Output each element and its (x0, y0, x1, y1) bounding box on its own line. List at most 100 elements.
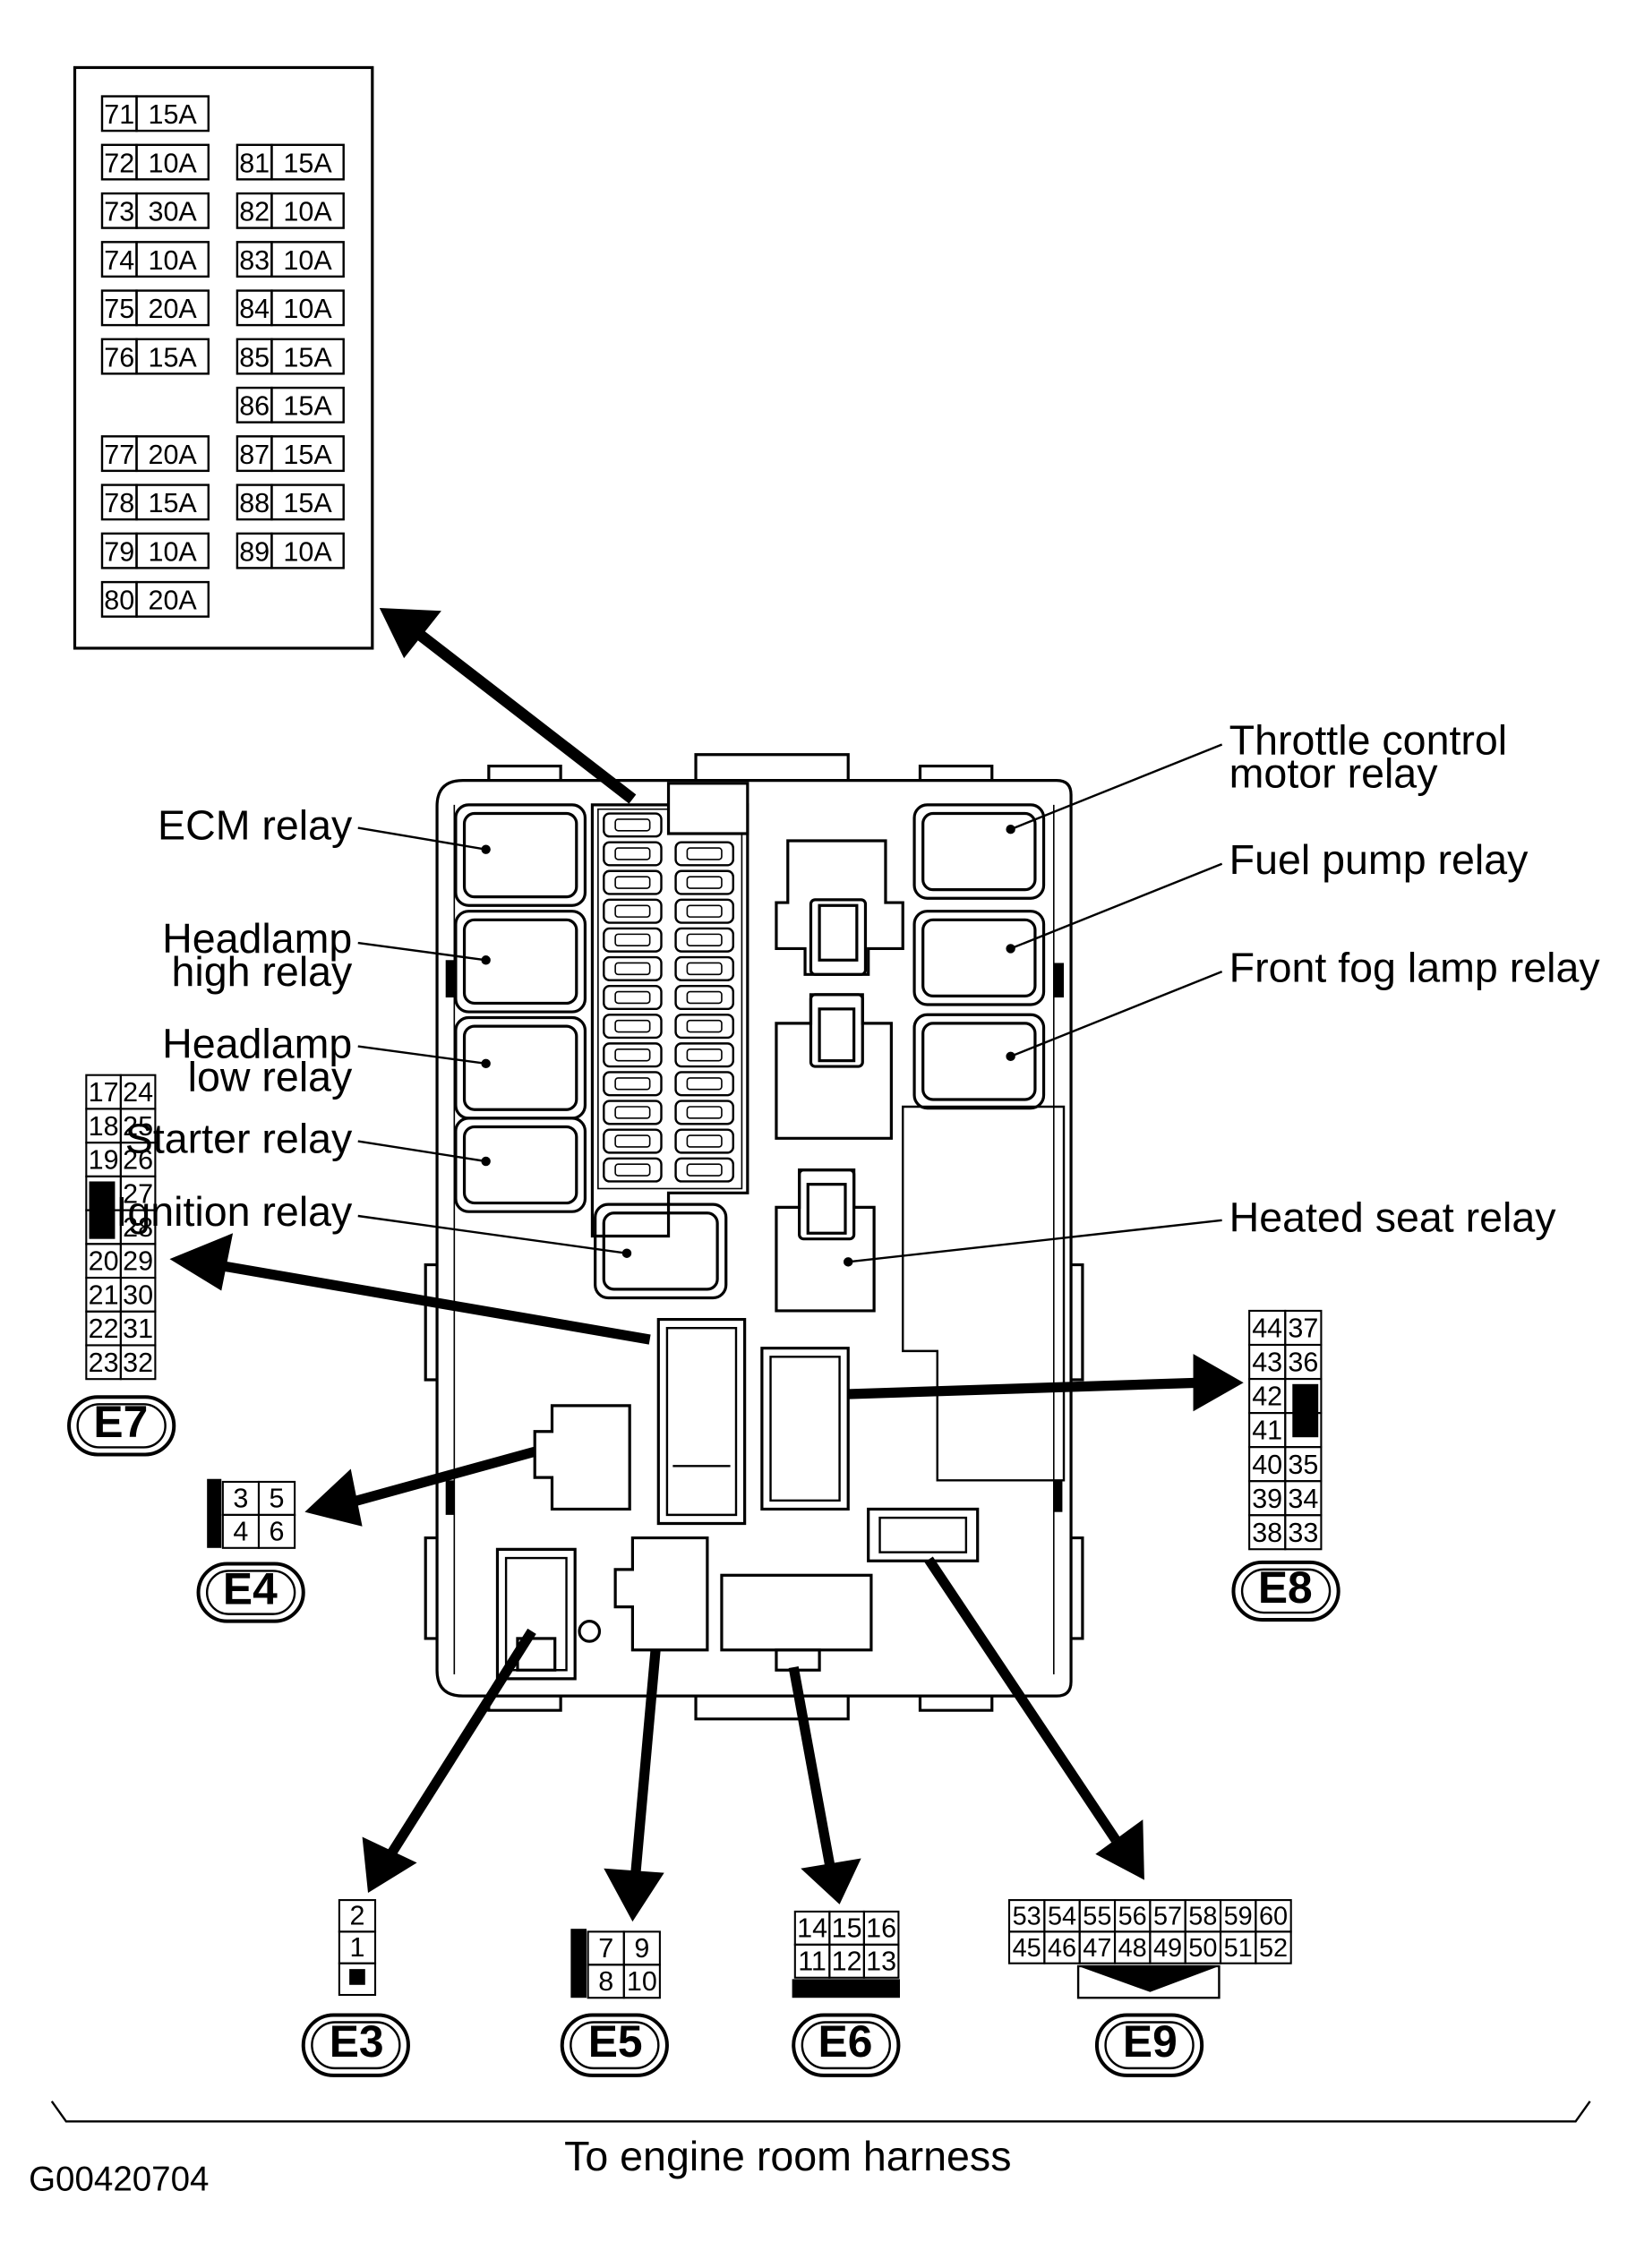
fuse-table-frame (73, 65, 374, 650)
fuse-rating-cell (135, 192, 210, 229)
pin-cell (1255, 1930, 1292, 1964)
fuse-slot-contact (614, 1019, 651, 1033)
fuse-slot (603, 927, 663, 953)
fuse-number: 87 (239, 440, 270, 470)
fuse-number: 78 (104, 488, 134, 518)
fuse-rating-cell (135, 532, 210, 569)
fuse-rating: 15A (149, 342, 198, 372)
pin-key-block (349, 1969, 365, 1985)
pin-number: 35 (1288, 1450, 1318, 1480)
pin-number: 39 (1252, 1484, 1282, 1514)
fuse-rating-cell (135, 338, 210, 375)
pin-number: 5 (270, 1484, 285, 1514)
fuse-rating: 15A (149, 99, 198, 130)
pin-number: 23 (89, 1348, 119, 1378)
fuse-number: 76 (104, 342, 134, 372)
badge-e7: E7 (67, 1395, 176, 1457)
pin-number: 38 (1252, 1518, 1282, 1548)
pin-number: 15 (832, 1913, 862, 1944)
fuse-rating-cell (270, 241, 345, 278)
pin-number: 25 (123, 1111, 153, 1142)
fuse-block (590, 782, 749, 1238)
pin-number: 30 (123, 1279, 153, 1310)
pin-number: 32 (123, 1348, 153, 1378)
fuse-rating: 30A (149, 197, 198, 227)
pin-number: 42 (1252, 1382, 1282, 1412)
pin-number: 6 (270, 1517, 285, 1547)
fuse-slot (674, 841, 734, 867)
fuse-slot (603, 984, 663, 1011)
pin-number: 48 (1118, 1934, 1147, 1963)
pin-number: 41 (1252, 1416, 1282, 1446)
fuse-rating: 10A (149, 536, 198, 567)
fuse-slot-contact (686, 933, 723, 947)
harness-bracket (50, 2101, 1591, 2123)
fuse-slot-contact (686, 990, 723, 1005)
fuse-slot-contact (686, 847, 723, 860)
fuse-slot (674, 1128, 734, 1154)
fuse-rating-cell (270, 192, 345, 229)
fuse-slot (603, 841, 663, 867)
fuse-slot-contact (614, 818, 651, 832)
fuse-rating: 10A (283, 536, 332, 567)
fuse-number: 72 (104, 148, 134, 178)
fuse-number: 80 (104, 586, 134, 616)
fuse-slot (603, 898, 663, 924)
pin-number: 10 (627, 1966, 657, 1997)
pin-cell (119, 1344, 157, 1381)
connector-arrows (169, 1233, 1244, 1922)
fuse-rating: 15A (283, 391, 332, 422)
label-headlamp-low-line1: Headlamp (162, 1020, 352, 1066)
pin-number: 4 (233, 1517, 248, 1547)
label-front-fog-relay: Front fog lamp relay (1229, 944, 1601, 990)
pin-cell (622, 1964, 661, 1999)
pin-key-block (792, 1979, 901, 1998)
fuse-rating: 15A (283, 342, 332, 372)
pin-number: 14 (797, 1913, 827, 1944)
pin-number: 27 (123, 1178, 153, 1209)
pin-cell (862, 1943, 900, 1979)
label-headlamp-high-line1: Headlamp (162, 915, 352, 962)
pin-cell (338, 1962, 377, 1997)
fuse-rating-cell (135, 95, 210, 133)
badge-e8: E8 (1231, 1560, 1340, 1622)
fuse-rating-cell (270, 484, 345, 521)
pin-number: 47 (1083, 1934, 1111, 1963)
cover-plate (902, 1105, 1066, 1482)
fuse-slot-contact (614, 847, 651, 860)
pin-number: 34 (1288, 1484, 1318, 1514)
fuse-slot (603, 1071, 663, 1097)
pin-number: 50 (1188, 1934, 1217, 1963)
pin-number: 60 (1259, 1903, 1288, 1931)
pin-number: 45 (1013, 1934, 1041, 1963)
left-relay-sockets (454, 803, 587, 1213)
pin-number: 28 (123, 1212, 153, 1243)
fuse-number: 73 (104, 197, 134, 227)
pin-number: 22 (89, 1314, 119, 1344)
fuse-slot-contact (686, 1163, 723, 1177)
badge-e3-label: E3 (330, 2016, 384, 2067)
label-heated-seat-relay: Heated seat relay (1229, 1194, 1557, 1241)
harness-caption: To engine room harness (564, 2133, 1011, 2179)
fuse-rating-cell (270, 143, 345, 181)
fuse-slot-contact (686, 1048, 723, 1062)
fuse-number: 83 (239, 245, 270, 276)
pin-number: 44 (1252, 1314, 1282, 1344)
fuse-number: 84 (239, 294, 270, 324)
pin-key-block (1292, 1383, 1319, 1438)
pin-number: 37 (1288, 1314, 1318, 1344)
pin-number: 19 (89, 1145, 119, 1176)
fuse-slot-contact (614, 990, 651, 1005)
fuse-slot (603, 1042, 663, 1068)
fuse-rating-cell (270, 289, 345, 327)
pin-number: 57 (1153, 1903, 1182, 1931)
pin-cell (257, 1513, 296, 1549)
fuse-slot-contact (614, 1134, 651, 1148)
pin-number: 52 (1259, 1934, 1288, 1963)
fuse-slot (674, 984, 734, 1011)
badge-e4: E4 (196, 1562, 305, 1623)
fuse-slot-contact (614, 904, 651, 918)
pin-number: 51 (1224, 1934, 1253, 1963)
fuse-slot (674, 927, 734, 953)
pin-key-block (89, 1181, 116, 1239)
